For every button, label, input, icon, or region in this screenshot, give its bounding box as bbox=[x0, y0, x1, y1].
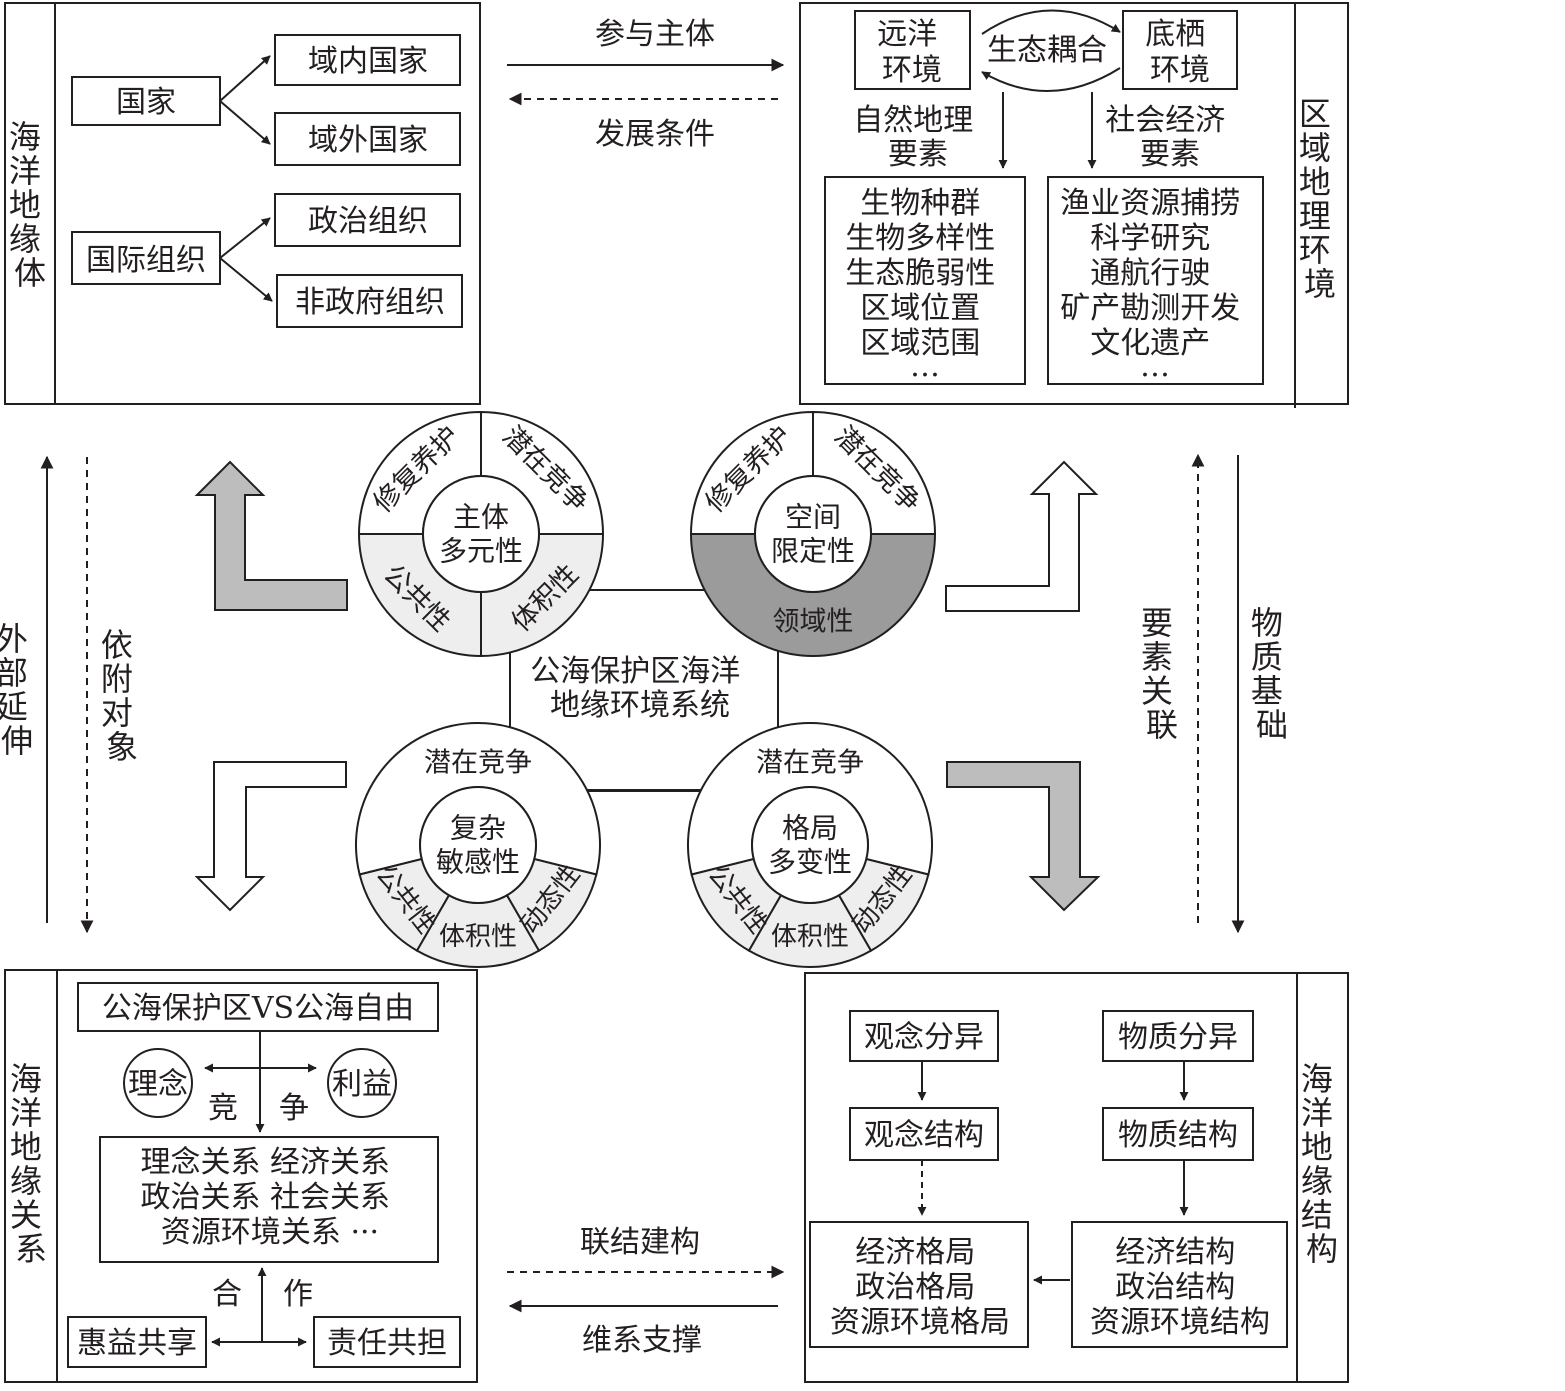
node-ngo: 非政府组织 bbox=[295, 285, 445, 320]
bent-arrow-up-right bbox=[945, 460, 1099, 612]
panel-title-relations: 海 洋 地 缘 关 系 bbox=[10, 1060, 52, 1268]
label-compete-1: 竞 bbox=[208, 1091, 238, 1126]
panel-title-environment: 区 域 地 理 环 境 bbox=[1299, 95, 1341, 303]
left-links: 外 部 延 伸 依 附 对 象 bbox=[0, 455, 143, 934]
ring3-label-volume: 体积性 bbox=[439, 922, 517, 952]
bent-arrow-up-left bbox=[194, 460, 348, 611]
node-idea: 理念 bbox=[128, 1067, 188, 1102]
ring4-label-potential-competition: 潜在竞争 bbox=[756, 748, 864, 779]
node-political-org: 政治组织 bbox=[308, 204, 428, 239]
node-material-divergence: 物质分异 bbox=[1118, 1020, 1238, 1055]
ring2-label-territoriality: 领域性 bbox=[773, 607, 854, 638]
ring4-core-line-1: 格局 bbox=[782, 812, 838, 845]
node-material-structure: 物质结构 bbox=[1118, 1118, 1238, 1153]
label-link-construct: 联结建构 bbox=[580, 1225, 700, 1260]
node-shared-responsibility: 责任共担 bbox=[327, 1326, 447, 1361]
list-natural-items: 生物种群 生物多样性 生态脆弱性 区域位置 区域范围 … bbox=[845, 186, 1005, 384]
ring3-core-line-1: 复杂 bbox=[450, 812, 506, 845]
top-links: 参与主体 发展条件 bbox=[507, 17, 785, 152]
node-domestic-nation: 域内国家 bbox=[308, 44, 428, 79]
panel-regional-geo-environment: 区 域 地 理 环 境 远洋 环境 底栖 环境 生态耦合 自然地理 要素 社会经… bbox=[799, 2, 1349, 408]
label-cooperate-1: 合 bbox=[212, 1277, 242, 1312]
right-links: 要 素 关 联 物 质 基 础 bbox=[1141, 453, 1293, 934]
ring3-label-potential-competition: 潜在竞争 bbox=[424, 748, 532, 779]
ring1-core-subject-diversity-line-2: 多元性 bbox=[439, 535, 523, 568]
ring2-core-spatial-limitation-line-2: 限定性 bbox=[771, 535, 855, 568]
label-compete-2: 争 bbox=[279, 1091, 309, 1126]
node-benefit-sharing: 惠益共享 bbox=[77, 1326, 197, 1361]
label-natural-elements: 自然地理 要素 bbox=[853, 103, 983, 172]
label-external-extension: 外 部 延 伸 bbox=[0, 620, 38, 760]
bent-arrow-down-right bbox=[946, 761, 1101, 912]
bottom-links: 联结建构 维系支撑 bbox=[507, 1225, 785, 1358]
node-nation: 国家 bbox=[116, 85, 176, 120]
list-patterns: 经济格局 政治格局 资源环境格局 bbox=[830, 1235, 1010, 1340]
panel-title-entity: 海 洋 地 缘 体 bbox=[9, 118, 51, 292]
node-pelagic-env: 远洋 环境 bbox=[877, 17, 947, 88]
bent-arrows bbox=[194, 460, 1101, 912]
bent-arrow-down-left bbox=[194, 761, 347, 912]
ring4-core-line-2: 多变性 bbox=[768, 846, 852, 879]
label-dependent-object: 依 附 对 象 bbox=[101, 626, 143, 766]
label-maintain-support: 维系支撑 bbox=[582, 1323, 702, 1358]
ring4-label-volume: 体积性 bbox=[771, 922, 849, 952]
label-material-basis: 物 质 基 础 bbox=[1251, 604, 1293, 744]
node-interest: 利益 bbox=[332, 1067, 392, 1102]
label-social-elements: 社会经济 要素 bbox=[1105, 103, 1235, 172]
ring1-core-subject-diversity bbox=[422, 475, 540, 593]
ring4-core bbox=[751, 786, 869, 904]
panel-marine-geo-relations: 海 洋 地 缘 关 系 公海保护区VS公海自由 理念 利益 竞 争 理念关系 经… bbox=[4, 969, 478, 1383]
ring1-core-subject-diversity-line-1: 主体 bbox=[453, 501, 509, 534]
ring2-core-spatial-limitation bbox=[754, 475, 872, 593]
node-concept-divergence: 观念分异 bbox=[864, 1020, 984, 1055]
label-eco-coupling: 生态耦合 bbox=[987, 33, 1107, 68]
node-mpa-vs-freedom: 公海保护区VS公海自由 bbox=[102, 991, 414, 1026]
node-benthic-env: 底栖 环境 bbox=[1145, 17, 1215, 88]
node-intl-org: 国际组织 bbox=[86, 243, 206, 278]
list-social-items: 渔业资源捕捞 科学研究 通航行驶 矿产勘测开发 文化遗产 … bbox=[1060, 186, 1250, 384]
ring3-core bbox=[419, 786, 537, 904]
label-element-association: 要 素 关 联 bbox=[1141, 604, 1183, 744]
label-cooperate-2: 作 bbox=[283, 1277, 313, 1312]
label-participants: 参与主体 bbox=[595, 17, 715, 52]
panel-marine-geo-structure: 海 洋 地 缘 结 构 观念分异 观念结构 物质分异 物质结构 经济格局 政治格… bbox=[804, 972, 1349, 1383]
panel-marine-geo-entity: 海 洋 地 缘 体 国家 域内国家 域外国家 国际组织 政治组织 非政府组织 bbox=[4, 2, 481, 405]
ring3-core-line-2: 敏感性 bbox=[436, 846, 520, 879]
list-structures: 经济结构 政治结构 资源环境结构 bbox=[1090, 1235, 1270, 1340]
node-foreign-nation: 域外国家 bbox=[308, 123, 428, 158]
ring2-core-spatial-limitation-line-1: 空间 bbox=[785, 501, 841, 534]
center-title: 公海保护区海洋 地缘环境系统 bbox=[530, 654, 750, 723]
panel-title-structure: 海 洋 地 缘 结 构 bbox=[1301, 1060, 1343, 1268]
list-relations: 理念关系 经济关系 政治关系 社会关系 资源环境关系 ··· bbox=[140, 1145, 399, 1250]
label-dev-conditions: 发展条件 bbox=[595, 117, 715, 152]
node-concept-structure: 观念结构 bbox=[864, 1118, 984, 1153]
